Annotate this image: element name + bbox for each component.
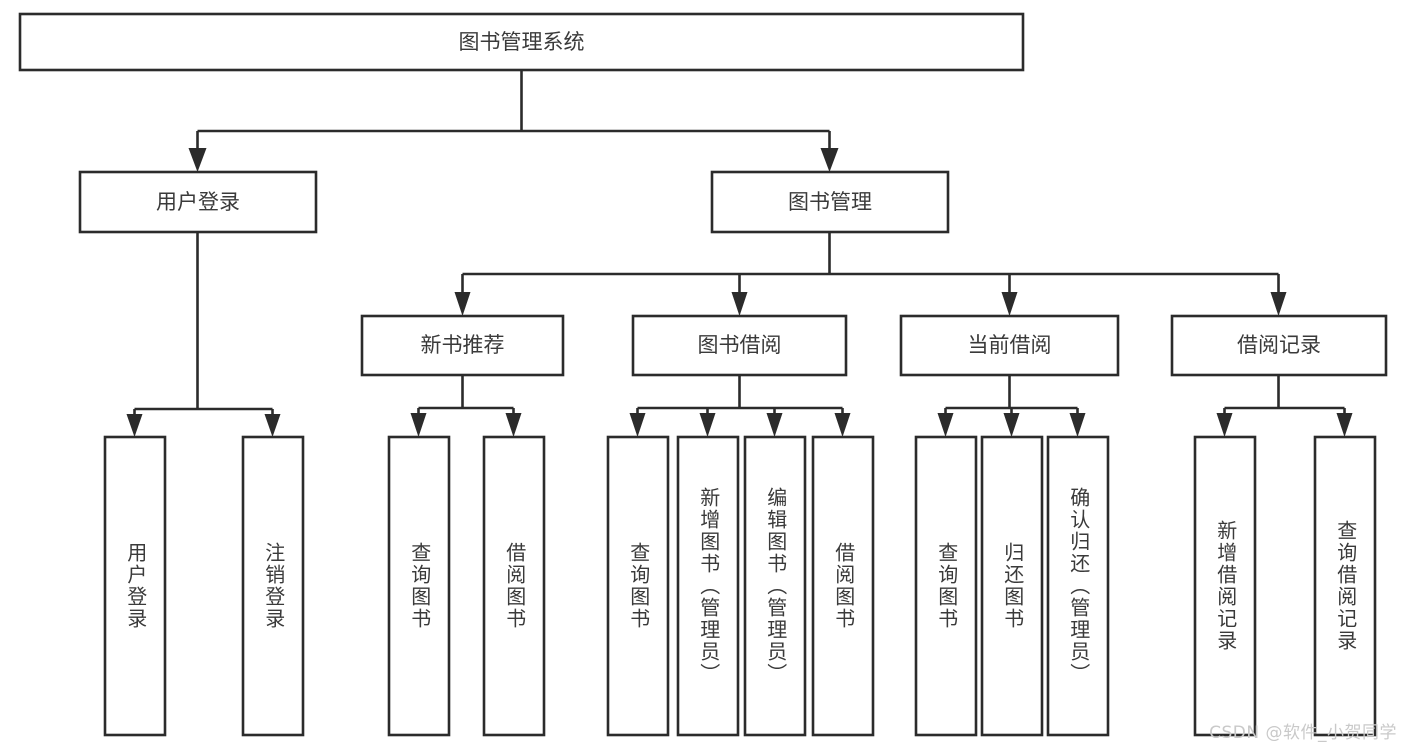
arrow-head-leaf-user-login-1 [264,414,281,437]
node-new-book-box[interactable] [360,314,565,377]
arrow-head-leaf-book-borrow-2 [766,413,783,437]
node-new-book-label: 新书推荐 [421,333,505,357]
node-borrow-record[interactable]: 借阅记录 [1170,314,1388,377]
leaf-group-current-borrow [914,435,1110,737]
arrow-head-leaf-borrow-record-0 [1216,413,1233,437]
arrow-head-leaf-new-book-0 [410,413,427,437]
node-new-book[interactable]: 新书推荐 [360,314,565,377]
arrow-head-leaf-borrow-record-1 [1336,413,1353,437]
leaf-box-book-borrow-3[interactable] [811,435,875,737]
node-book-borrow-label: 图书借阅 [698,333,782,357]
node-user-login-box[interactable] [78,170,318,234]
leaf-box-current-borrow-2[interactable] [1046,435,1110,737]
arrow-head-leaf-current-borrow-1 [1003,413,1020,437]
leaf-group-book-borrow [606,435,875,737]
arrow-head-book-manage [820,148,839,172]
node-user-login[interactable]: 用户登录 [78,170,318,234]
leaf-group-user-login [103,435,305,737]
leaf-box-user-login-0[interactable] [103,435,167,737]
node-user-login-label: 用户登录 [156,190,240,214]
node-book-borrow-box[interactable] [631,314,848,377]
node-current-borrow-box[interactable] [899,314,1120,377]
leaf-box-current-borrow-1[interactable] [980,435,1044,737]
node-root-label: 图书管理系统 [459,30,585,54]
node-borrow-record-label: 借阅记录 [1237,333,1321,357]
node-book-manage-box[interactable] [710,170,950,234]
arrow-head-user-login [188,148,207,172]
node-borrow-record-box[interactable] [1170,314,1388,377]
node-root[interactable]: 图书管理系统 [18,12,1025,72]
node-book-manage-label: 图书管理 [788,190,872,214]
connector-group-user-login [126,232,281,437]
node-book-borrow[interactable]: 图书借阅 [631,314,848,377]
arrow-head-book-borrow [731,292,748,316]
leaf-box-user-login-1[interactable] [241,435,305,737]
arrow-head-leaf-current-borrow-0 [937,413,954,437]
arrow-head-leaf-book-borrow-0 [629,413,646,437]
arrow-head-current-borrow [1001,292,1018,316]
watermark-text: CSDN @软件_小贺同学 [1209,723,1397,743]
arrow-head-new-book [454,292,471,316]
node-current-borrow[interactable]: 当前借阅 [899,314,1120,377]
connector-group-current-borrow [937,375,1086,437]
leaf-box-book-borrow-0[interactable] [606,435,670,737]
arrow-head-borrow-record [1270,292,1287,316]
leaf-group-borrow-record [1193,435,1377,737]
node-root-box[interactable] [18,12,1025,72]
connector-group-book-borrow [629,375,851,437]
leaf-box-current-borrow-0[interactable] [914,435,978,737]
arrow-head-leaf-user-login-0 [126,414,143,437]
node-current-borrow-label: 当前借阅 [968,333,1052,357]
arrow-head-leaf-book-borrow-3 [834,413,851,437]
connector-group-borrow-record [1216,375,1353,437]
arrow-head-leaf-new-book-1 [505,413,522,437]
leaf-box-borrow-record-1[interactable] [1313,435,1377,737]
arrow-head-leaf-book-borrow-1 [699,413,716,437]
leaf-group-new-book [387,435,546,737]
connector-group-new-book [410,375,522,437]
connector-group-book-manage [454,232,1287,316]
leaf-box-book-borrow-2[interactable] [743,435,807,737]
connector-group-root [188,70,839,172]
arrow-head-leaf-current-borrow-2 [1069,413,1086,437]
leaf-box-book-borrow-1[interactable] [676,435,740,737]
node-book-manage[interactable]: 图书管理 [710,170,950,234]
leaf-box-new-book-0[interactable] [387,435,451,737]
leaf-box-borrow-record-0[interactable] [1193,435,1257,737]
leaf-box-new-book-1[interactable] [482,435,546,737]
